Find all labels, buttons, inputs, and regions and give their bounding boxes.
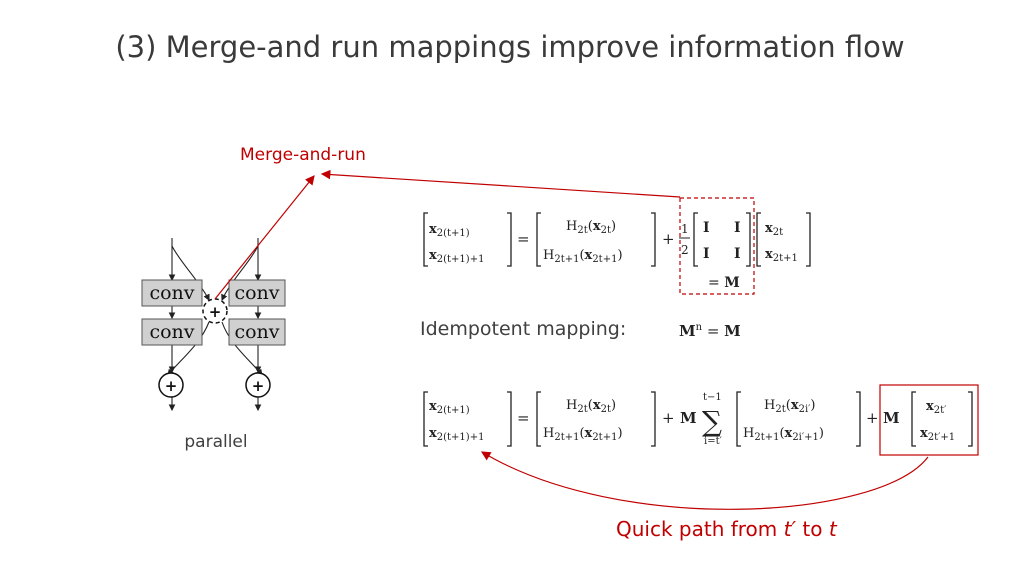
- svg-text:2: 2: [681, 243, 689, 257]
- merge-matrix-highlight: [679, 197, 755, 295]
- svg-text:x2t′: x2t′: [926, 399, 947, 416]
- svg-text:x2(t+1): x2(t+1): [429, 399, 470, 416]
- svg-text:t−1: t−1: [703, 392, 722, 403]
- quick-path-highlight: [879, 384, 979, 456]
- svg-text:=: =: [517, 230, 530, 248]
- svg-text:I: I: [703, 220, 710, 236]
- svg-text:x2(t+1)+1: x2(t+1)+1: [429, 426, 484, 443]
- svg-text:H2t+1(x2t+1): H2t+1(x2t+1): [543, 248, 623, 265]
- merge-node: +: [202, 298, 228, 324]
- svg-text:x2t+1: x2t+1: [765, 247, 798, 264]
- svg-text:conv: conv: [234, 282, 279, 304]
- svg-text:+: +: [252, 377, 265, 395]
- svg-text:H2t(x2t): H2t(x2t): [566, 219, 616, 236]
- svg-text:+: +: [662, 409, 675, 427]
- run-curve-left: [167, 321, 210, 376]
- svg-text:+: +: [209, 303, 222, 321]
- network-diagram: conv conv conv conv + + + parallel: [141, 238, 286, 452]
- svg-text:+: +: [165, 377, 178, 395]
- svg-text:H2t+1(x2i′+1): H2t+1(x2i′+1): [743, 426, 824, 443]
- svg-text:I: I: [734, 246, 741, 262]
- add-node-left: +: [158, 372, 184, 398]
- slide-title: (3) Merge-and run mappings improve infor…: [115, 30, 905, 64]
- svg-text:∑: ∑: [702, 405, 722, 438]
- merge-curve-right: [221, 245, 259, 302]
- svg-text:x2(t+1): x2(t+1): [429, 222, 470, 239]
- conv-block-bottom-right: conv: [228, 318, 286, 346]
- svg-text:i=t′: i=t′: [704, 436, 723, 447]
- add-node-right: +: [245, 372, 271, 398]
- svg-text:conv: conv: [149, 321, 194, 343]
- conv-block-bottom-left: conv: [141, 318, 203, 346]
- svg-text:I: I: [734, 220, 741, 236]
- svg-text:+: +: [866, 409, 879, 427]
- svg-text:+: +: [662, 230, 675, 248]
- merge-node-pointer-arrow: [214, 175, 315, 300]
- svg-text:M: M: [680, 409, 697, 427]
- svg-text:= M: = M: [708, 275, 740, 291]
- svg-text:x2t: x2t: [765, 221, 783, 238]
- svg-text:H2t+1(x2t+1): H2t+1(x2t+1): [543, 426, 623, 443]
- svg-text:x2(t+1)+1: x2(t+1)+1: [429, 248, 484, 265]
- matrix-pointer-arrow: [320, 169, 681, 198]
- run-curve-right: [221, 321, 263, 376]
- network-caption: parallel: [184, 432, 247, 452]
- conv-block-top-right: conv: [228, 279, 286, 307]
- svg-text:M: M: [883, 409, 900, 427]
- merge-run-equation: x2(t+1) x2(t+1)+1 = H2t(x2t) H2t+1(x2t+1…: [423, 197, 811, 295]
- svg-text:I: I: [703, 246, 710, 262]
- svg-text:x2t′+1: x2t′+1: [920, 426, 955, 443]
- unrolled-equation: x2(t+1) x2(t+1)+1 = H2t(x2t) H2t+1(x2t+1…: [423, 384, 979, 456]
- quick-path-arrow: [480, 451, 929, 510]
- svg-text:H2t(x2i′): H2t(x2i′): [764, 398, 816, 415]
- idempotent-label: Idempotent mapping:: [420, 318, 626, 340]
- merge-and-run-label: Merge-and-run: [240, 145, 366, 165]
- svg-text:conv: conv: [234, 321, 279, 343]
- svg-text:=: =: [517, 409, 530, 427]
- idempotent-equation: Mn = M: [679, 322, 741, 340]
- merge-curve-left: [171, 245, 210, 301]
- svg-text:1: 1: [681, 222, 689, 236]
- conv-block-top-left: conv: [141, 279, 203, 307]
- svg-text:H2t(x2t): H2t(x2t): [566, 398, 616, 415]
- svg-text:conv: conv: [149, 282, 194, 304]
- quick-path-label: Quick path from t′ to t: [616, 517, 838, 541]
